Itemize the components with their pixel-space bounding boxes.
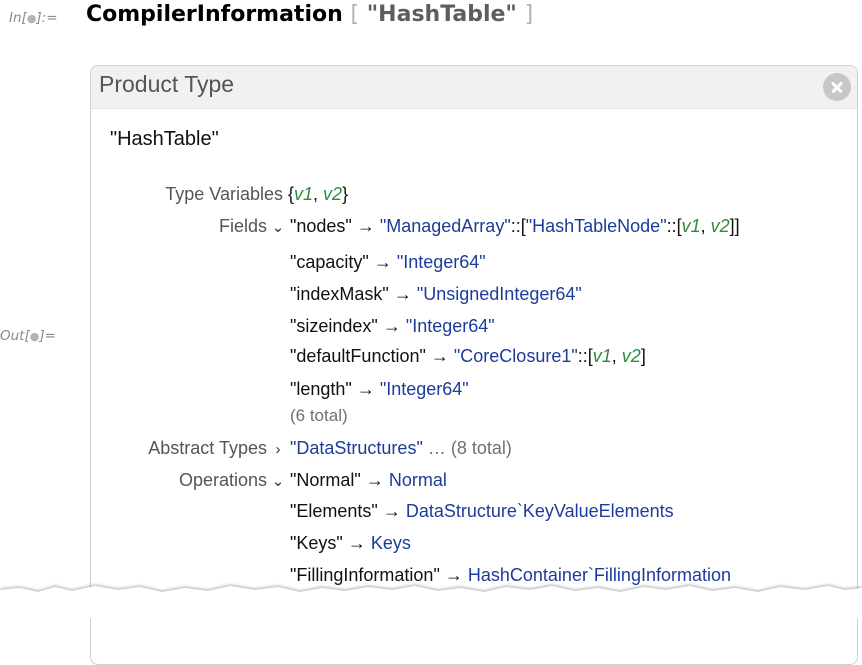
operations-row: Operations⌄ "Normal" → Normal xyxy=(91,466,859,494)
panel-header: Product Type xyxy=(91,66,857,109)
operation-item: "Elements" → DataStructure`KeyValueEleme… xyxy=(290,501,674,521)
close-bracket: ] xyxy=(524,2,534,27)
field-item: "indexMask" → "UnsignedInteger64" xyxy=(290,284,582,304)
chevron-down-icon: ⌄ xyxy=(271,473,285,490)
type-name: "HashTable" xyxy=(110,128,219,150)
operation-item: "Keys" → Keys xyxy=(290,533,411,553)
field-item: "defaultFunction" → "CoreClosure1"::[v1,… xyxy=(290,346,646,366)
fields-toggle[interactable]: Fields⌄ xyxy=(219,212,285,242)
abstract-more: … (8 total) xyxy=(427,438,512,458)
operation-item: "FillingInformation" → HashContainer`Fil… xyxy=(290,565,731,585)
product-type-panel: Product Type "HashTable" Type Variables … xyxy=(90,65,858,665)
fields-total: (6 total) xyxy=(290,406,348,425)
open-bracket: [ xyxy=(350,2,360,27)
chevron-down-icon: ⌄ xyxy=(271,219,285,236)
field-item: "length" → "Integer64" xyxy=(290,379,469,399)
input-expression[interactable]: CompilerInformation [ "HashTable" ] xyxy=(86,0,533,30)
output-cell-label: Out[●]= xyxy=(0,328,56,344)
abstract-types-toggle[interactable]: Abstract Types› xyxy=(148,434,285,464)
operations-toggle[interactable]: Operations⌄ xyxy=(179,466,285,496)
field-item: "sizeindex" → "Integer64" xyxy=(290,316,495,336)
field-item: "nodes" → "ManagedArray"::["HashTableNod… xyxy=(290,216,740,236)
abstract-types-row: Abstract Types› "DataStructures" … (8 to… xyxy=(91,434,859,462)
fields-row: Fields⌄ "nodes" → "ManagedArray"::["Hash… xyxy=(91,212,859,240)
torn-edge-decoration xyxy=(0,586,862,618)
abstract-first: "DataStructures" xyxy=(290,438,423,458)
close-icon[interactable] xyxy=(823,73,851,101)
operation-item: "Normal" → Normal xyxy=(290,470,447,490)
type-variables-row: Type Variables {v1, v2} xyxy=(91,180,859,208)
function-name: CompilerInformation xyxy=(86,2,343,27)
panel-title: Product Type xyxy=(99,71,235,97)
input-cell-label: In[●]:= xyxy=(9,10,58,26)
function-argument: "HashTable" xyxy=(366,2,517,27)
field-item: "capacity" → "Integer64" xyxy=(290,252,486,272)
type-variables-value: {v1, v2} xyxy=(288,184,349,204)
chevron-right-icon: › xyxy=(275,441,281,458)
type-variables-label: Type Variables xyxy=(165,184,283,204)
